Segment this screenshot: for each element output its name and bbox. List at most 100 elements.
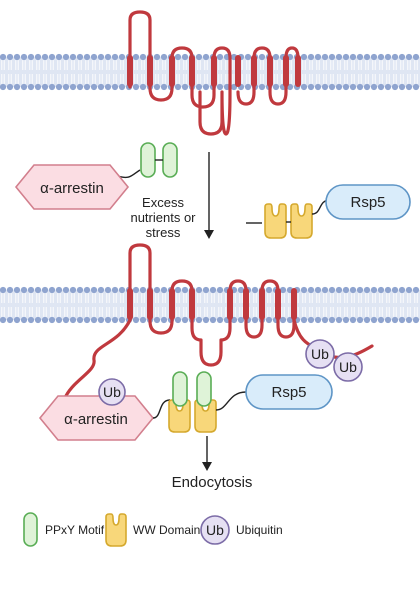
bottom-membrane-lipid-head	[279, 316, 287, 324]
top-membrane-lipid-head	[83, 53, 91, 61]
bottom-membrane-lipid-tail	[50, 293, 54, 303]
bottom-arrestin-complex: α-arrestin Ub	[38, 378, 171, 441]
top-membrane-lipid-tail	[85, 60, 89, 70]
top-membrane-lipid-head	[83, 83, 91, 91]
top-membrane-lipid-tail	[92, 60, 96, 70]
bottom-membrane-lipid-tail	[379, 293, 383, 303]
bottom-membrane-lipid-tail	[134, 307, 138, 317]
top-membrane-lipid-tail	[225, 74, 229, 84]
top-membrane-lipid-tail	[120, 60, 124, 70]
bottom-membrane-lipid-tail	[204, 293, 208, 303]
top-membrane-lipid-tail	[29, 74, 33, 84]
top-membrane-lipid-head	[377, 53, 385, 61]
bottom-membrane-lipid-tail	[386, 307, 390, 317]
top-membrane-lipid-head	[321, 83, 329, 91]
top-membrane-lipid-head	[342, 53, 350, 61]
top-membrane-lipid-tail	[302, 74, 306, 84]
bottom-membrane-lipid-head	[118, 316, 126, 324]
top-membrane-lipid-tail	[1, 60, 5, 70]
bottom-membrane-lipid-tail	[316, 307, 320, 317]
top-membrane-lipid-head	[370, 83, 378, 91]
bottom-membrane-lipid-head	[307, 316, 315, 324]
top-membrane-lipid-tail	[183, 74, 187, 84]
bottom-membrane-lipid-head	[391, 286, 399, 294]
bottom-membrane-lipid-tail	[176, 307, 180, 317]
top-membrane-lipid-head	[104, 53, 112, 61]
top-ww-domain-1	[264, 203, 287, 239]
bottom-membrane-lipid-tail	[57, 293, 61, 303]
top-membrane-lipid-tail	[36, 60, 40, 70]
top-membrane-lipid-head	[405, 53, 413, 61]
top-membrane-lipid-head	[314, 83, 322, 91]
top-membrane-lipid-head	[405, 83, 413, 91]
bottom-membrane-lipid-head	[202, 286, 210, 294]
bottom-membrane-lipid-head	[342, 316, 350, 324]
bottom-membrane-lipid-tail	[309, 307, 313, 317]
top-membrane-lipid-head	[363, 53, 371, 61]
top-membrane-lipid-tail	[8, 60, 12, 70]
bottom-membrane-lipid-head	[34, 286, 42, 294]
top-membrane-lipid-tail	[225, 60, 229, 70]
top-membrane-lipid-head	[97, 53, 105, 61]
bottom-ppxy-motif-1	[172, 371, 188, 407]
bottom-membrane-lipid-tail	[78, 307, 82, 317]
bottom-membrane-lipid-tail	[239, 293, 243, 303]
top-membrane-lipid-tail	[379, 74, 383, 84]
tail-ubiquitin-2: Ub	[333, 352, 363, 382]
top-membrane-core	[0, 57, 420, 87]
top-membrane-lipid-head	[342, 83, 350, 91]
top-membrane-lipid-head	[258, 83, 266, 91]
top-membrane-lipid-tail	[330, 74, 334, 84]
top-membrane-lipid-tail	[337, 60, 341, 70]
bottom-membrane-lipid-head	[69, 316, 77, 324]
bottom-membrane-lipid-head	[90, 286, 98, 294]
bottom-transporter	[128, 243, 296, 367]
top-membrane-lipid-head	[104, 83, 112, 91]
top-membrane-lipid-head	[412, 83, 420, 91]
top-membrane-lipid-tail	[134, 60, 138, 70]
bottom-membrane-lipid-head	[13, 286, 21, 294]
legend-ub-label: Ubiquitin	[236, 523, 283, 537]
endocytosis-arrow-head	[202, 462, 212, 471]
bottom-membrane-lipid-head	[265, 316, 273, 324]
top-membrane-lipid-head	[349, 83, 357, 91]
bottom-membrane	[0, 286, 420, 324]
top-membrane-lipid-head	[118, 83, 126, 91]
bottom-membrane-lipid-tail	[218, 307, 222, 317]
bottom-membrane-headgroups	[0, 286, 420, 324]
top-membrane-lipid-tail	[141, 74, 145, 84]
bottom-membrane-lipid-head	[398, 286, 406, 294]
bottom-membrane-lipid-tail	[8, 293, 12, 303]
top-membrane-lipid-tail	[22, 74, 26, 84]
top-membrane-lipid-tail	[50, 74, 54, 84]
top-membrane-lipid-head	[153, 53, 161, 61]
stimulus-label: Excess nutrients or stress	[130, 195, 196, 240]
top-membrane-lipid-head	[384, 83, 392, 91]
bottom-membrane-lipid-head	[335, 316, 343, 324]
top-membrane-lipid-head	[391, 53, 399, 61]
top-membrane-lipid-head	[328, 83, 336, 91]
bottom-membrane-lipid-tail	[407, 307, 411, 317]
top-membrane-lipid-head	[181, 53, 189, 61]
bottom-membrane-lipid-head	[90, 316, 98, 324]
bottom-membrane-lipid-tail	[407, 293, 411, 303]
top-membrane-lipid-tail	[414, 60, 418, 70]
bottom-membrane-lipid-tail	[344, 307, 348, 317]
bottom-ww-pair	[168, 371, 247, 433]
top-membrane-lipid-tail	[351, 60, 355, 70]
top-membrane-lipid-tail	[400, 74, 404, 84]
top-membrane-lipid-head	[216, 53, 224, 61]
top-membrane-lipid-head	[90, 83, 98, 91]
bottom-membrane-lipid-tail	[281, 293, 285, 303]
top-membrane-lipid-head	[272, 83, 280, 91]
bottom-rsp5: Rsp5	[245, 374, 333, 410]
bottom-helix-3	[169, 288, 175, 320]
top-membrane-lipid-tail	[71, 60, 75, 70]
bottom-membrane-lipid-tail	[1, 307, 5, 317]
bottom-membrane-lipid-tail	[15, 293, 19, 303]
top-membrane-lipid-tail	[197, 74, 201, 84]
top-membrane-lipid-head	[412, 53, 420, 61]
top-membrane-lipid-tail	[1, 74, 5, 84]
bottom-membrane-lipid-tail	[162, 307, 166, 317]
